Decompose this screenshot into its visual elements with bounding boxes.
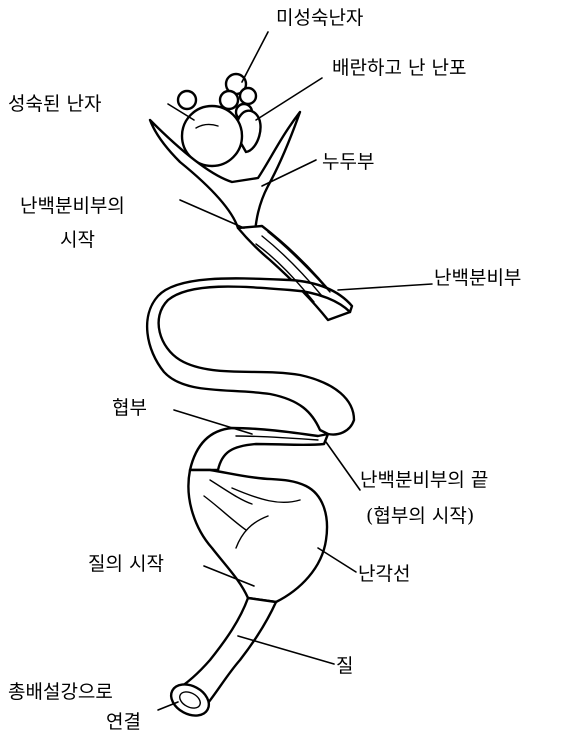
label-magnum-start-line1: 난백분비부의 (20, 195, 125, 217)
leader-magnum (338, 284, 432, 290)
label-isthmus: 협부 (112, 397, 147, 419)
leader-isthmus (174, 410, 252, 434)
label-cloaca-line1: 총배설강으로 (8, 681, 113, 703)
magnum-upper-shape (238, 226, 350, 320)
label-immature-yolk: 미성숙난자 (276, 7, 363, 29)
label-magnum: 난백분비부 (434, 267, 521, 289)
label-magnum-end-line1: 난백분비부의 끝 (360, 469, 488, 491)
label-shell-gland: 난각선 (358, 563, 410, 585)
label-mature-yolk: 성숙된 난자 (8, 93, 101, 115)
leader-ovulated-follicle (256, 78, 322, 120)
label-magnum-end-line2: (협부의 시작) (366, 505, 474, 527)
isthmus-shape (190, 428, 328, 470)
label-vagina-start: 질의 시작 (88, 553, 164, 575)
label-magnum-start-line2: 시작 (60, 229, 95, 251)
leader-shell-gland (318, 548, 356, 572)
label-ovulated-follicle: 배란하고 난 난포 (332, 57, 466, 79)
label-cloaca-line2: 연결 (106, 711, 141, 733)
leader-vagina (238, 636, 334, 664)
shell-gland-shape (188, 470, 327, 602)
ovary (178, 74, 261, 166)
leader-immature-yolk (242, 32, 268, 82)
leader-magnum-end (326, 442, 360, 490)
immature-yolk-small (178, 91, 196, 109)
immature-yolk-small (240, 88, 256, 104)
label-infundibulum: 누두부 (322, 151, 374, 173)
label-vagina: 질 (336, 655, 353, 677)
oviduct (147, 112, 354, 722)
immature-yolk-small (220, 91, 238, 109)
